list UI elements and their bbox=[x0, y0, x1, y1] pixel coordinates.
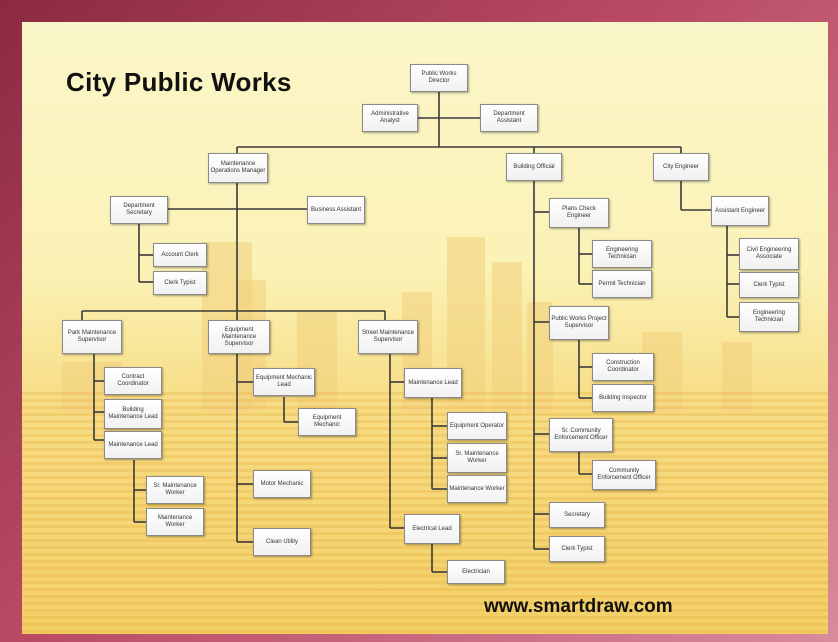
org-node-admin-analyst[interactable]: Administrative Analyst bbox=[362, 104, 418, 132]
org-node-exec-assistant[interactable]: Department Assistant bbox=[480, 104, 538, 132]
org-node-equip-supervisor[interactable]: Equipment Maintenance Supervisor bbox=[208, 320, 270, 354]
org-node-park-maint-lead[interactable]: Maintenance Lead bbox=[104, 431, 162, 459]
org-node-sr-code-officer[interactable]: Sr. Community Enforcement Officer bbox=[549, 418, 613, 452]
org-node-park-supervisor[interactable]: Park Maintenance Supervisor bbox=[62, 320, 122, 354]
org-node-building-inspector[interactable]: Building Inspector bbox=[592, 384, 654, 412]
org-node-account-clerk[interactable]: Account Clerk bbox=[153, 243, 207, 267]
org-node-equip-mechanic[interactable]: Equipment Mechanic bbox=[298, 408, 356, 436]
org-node-clerk-typist-2[interactable]: Clerk Typist bbox=[549, 536, 605, 562]
org-node-code-officer[interactable]: Community Enforcement Officer bbox=[592, 460, 656, 490]
website-url: www.smartdraw.com bbox=[484, 596, 673, 617]
chart-slide: City Public Works Public Works Director … bbox=[22, 22, 828, 634]
org-node-secretary[interactable]: Secretary bbox=[549, 502, 605, 528]
org-node-electrical-lead[interactable]: Electrical Lead bbox=[404, 514, 460, 544]
org-node-motor-mechanic[interactable]: Motor Mechanic bbox=[253, 470, 311, 498]
org-node-business-asst[interactable]: Business Assistant bbox=[307, 196, 365, 224]
org-node-dept-secretary[interactable]: Department Secretary bbox=[110, 196, 168, 224]
org-node-engineering-tech-2[interactable]: Engineering Technician bbox=[739, 302, 799, 332]
org-node-civil-engineering-assoc[interactable]: Civil Engineering Associate bbox=[739, 238, 799, 270]
org-node-maint-worker-park[interactable]: Maintenance Worker bbox=[146, 508, 204, 536]
org-node-director[interactable]: Public Works Director bbox=[410, 64, 468, 92]
org-node-pw-project-supervisor[interactable]: Public Works Project Supervisor bbox=[549, 306, 609, 340]
org-node-street-supervisor[interactable]: Street Maintenance Supervisor bbox=[358, 320, 418, 354]
skyline-building bbox=[492, 262, 522, 412]
org-node-engineering-tech[interactable]: Engineering Technician bbox=[592, 240, 652, 268]
org-node-contract-coordinator[interactable]: Contract Coordinator bbox=[104, 367, 162, 395]
connector-lines bbox=[81, 92, 739, 573]
org-node-sr-maint-worker-park[interactable]: Sr. Maintenance Worker bbox=[146, 476, 204, 504]
org-node-clean-utility[interactable]: Clean Utility bbox=[253, 528, 311, 556]
org-node-electrician[interactable]: Electrician bbox=[447, 560, 505, 584]
org-node-maint-ops-manager[interactable]: Maintenance Operations Manager bbox=[208, 153, 268, 183]
org-node-equip-operator[interactable]: Equipment Operator bbox=[447, 412, 507, 440]
org-node-building-official[interactable]: Building Official bbox=[506, 153, 562, 181]
org-node-assoc-engineer[interactable]: Assistant Engineer bbox=[711, 196, 769, 226]
org-node-maint-worker-street[interactable]: Maintenance Worker bbox=[447, 475, 507, 503]
skyline-building bbox=[722, 342, 752, 412]
org-node-construction-coordinator[interactable]: Construction Coordinator bbox=[592, 353, 654, 381]
org-node-building-maint-lead[interactable]: Building Maintenance Lead bbox=[104, 399, 162, 429]
chart-title: City Public Works bbox=[66, 67, 292, 97]
org-node-equip-mechanic-lead[interactable]: Equipment Mechanic Lead bbox=[253, 368, 315, 396]
org-node-clerk-typist[interactable]: Clerk Typist bbox=[153, 271, 207, 295]
org-node-city-engineer[interactable]: City Engineer bbox=[653, 153, 709, 181]
org-node-permit-tech[interactable]: Permit Technician bbox=[592, 270, 652, 298]
org-node-sr-maint-worker-street[interactable]: Sr. Maintenance Worker bbox=[447, 443, 507, 473]
org-node-plan-check-engineer[interactable]: Plans Check Engineer bbox=[549, 198, 609, 228]
skyline-building bbox=[527, 302, 553, 412]
org-node-street-maint-lead[interactable]: Maintenance Lead bbox=[404, 368, 462, 398]
org-node-clerk-typist-3[interactable]: Clerk Typist bbox=[739, 272, 799, 298]
